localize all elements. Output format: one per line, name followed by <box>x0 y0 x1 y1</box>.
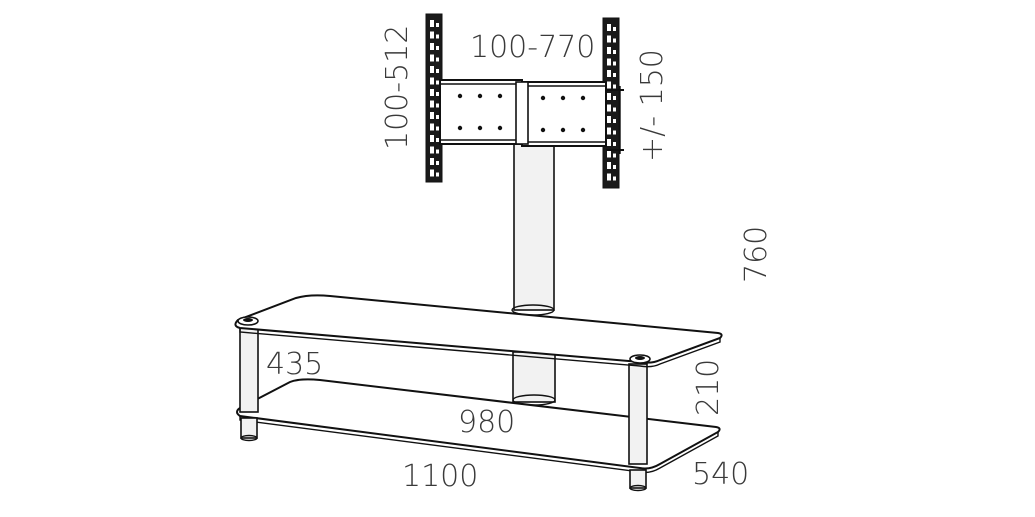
rail-slot <box>436 103 439 108</box>
rail-slot <box>613 96 616 100</box>
total-height-label: 760 <box>739 226 774 283</box>
rail-slot <box>613 165 616 169</box>
rail-slot <box>436 149 439 154</box>
rail-slot <box>436 34 439 39</box>
rail-slot <box>430 158 434 165</box>
rail-slot <box>607 116 611 123</box>
rail-slot <box>607 70 611 77</box>
shelf-legs <box>239 325 648 492</box>
rail-slot <box>436 126 439 131</box>
rail-slot <box>607 24 611 31</box>
rail-slot <box>436 57 439 62</box>
rail-slot <box>430 112 434 119</box>
rail-slot <box>613 50 616 54</box>
rail-slot <box>430 135 434 142</box>
upper-glass-shelf <box>234 294 723 368</box>
rail-slot <box>607 93 611 100</box>
rail-slot <box>613 153 616 158</box>
left-mount-plate <box>439 79 523 145</box>
rail-slot <box>430 146 434 154</box>
rail-slot <box>430 66 434 73</box>
center-column <box>511 139 556 406</box>
rail-slot <box>613 107 616 112</box>
rail-slot <box>436 46 439 50</box>
rail-slot <box>613 130 616 135</box>
rail-slot <box>607 58 611 66</box>
rail-slot <box>613 38 616 43</box>
rail-slot <box>607 162 611 169</box>
rail-slot <box>607 173 611 181</box>
rail-slot <box>436 23 439 27</box>
rail-slot <box>613 176 616 181</box>
rail-slot <box>430 54 434 62</box>
rail-slot <box>436 172 439 177</box>
rail-slot <box>430 31 434 39</box>
rail-slot <box>430 169 434 177</box>
mounting-bracket <box>425 13 624 189</box>
vesa-height-label: 100-512 <box>380 25 415 150</box>
shelf-clearance-label: 435 <box>266 347 323 382</box>
rail-slot <box>613 73 616 77</box>
rail-slot <box>430 43 434 50</box>
rail-slot <box>436 92 439 96</box>
right-mount-plate <box>521 81 624 154</box>
height-adjust-label: +/- 150 <box>635 49 670 162</box>
rail-slot <box>436 80 439 85</box>
rail-slot <box>430 77 434 85</box>
rail-slot <box>607 47 611 54</box>
rail-slot <box>613 84 616 89</box>
rail-slot <box>436 115 439 119</box>
vesa-width-label: 100-770 <box>470 30 595 65</box>
rail-slot <box>607 150 611 158</box>
rail-slot <box>430 89 434 96</box>
inner-width-label: 980 <box>458 405 515 440</box>
rail-slot <box>430 100 434 108</box>
total-width-label: 1100 <box>402 459 478 494</box>
rail-slot <box>430 20 434 27</box>
rail-slot <box>613 61 616 66</box>
rail-slot <box>613 27 616 31</box>
rail-slot <box>607 127 611 135</box>
rail-slot <box>607 139 611 146</box>
rail-slot <box>436 69 439 73</box>
rail-slot <box>436 161 439 165</box>
rail-slot <box>613 142 616 146</box>
rail-slot <box>607 81 611 89</box>
depth-label: 540 <box>692 457 749 492</box>
rail-slot <box>613 119 616 123</box>
rail-slot <box>607 35 611 43</box>
rail-slot <box>436 138 439 142</box>
rail-slot <box>607 104 611 112</box>
rail-slot <box>430 123 434 131</box>
left-vesa-rail <box>425 13 443 183</box>
shelf-gap-label: 210 <box>691 359 726 416</box>
